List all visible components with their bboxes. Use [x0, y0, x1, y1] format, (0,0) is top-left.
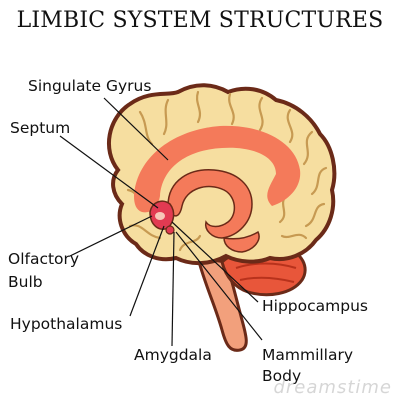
label-septum: Septum — [10, 119, 71, 137]
fornix-loop — [167, 169, 253, 239]
label-cingulate-gyrus: Singulate Gyrus — [28, 77, 152, 95]
label-hypothalamus: Hypothalamus — [10, 315, 123, 333]
label-hippocampus: Hippocampus — [262, 297, 368, 315]
label-olfactory-bulb-line1: Olfactory — [8, 250, 80, 268]
label-mammillary-body-line1: Mammillary — [262, 346, 354, 364]
brainstem — [195, 256, 248, 352]
diagram-title: LIMBIC SYSTEM STRUCTURES — [16, 8, 384, 33]
watermark: dreamstime — [273, 377, 392, 398]
label-olfactory-bulb-line2: Bulb — [8, 273, 43, 291]
label-mammillary-body-line2: Body — [262, 367, 302, 385]
cingulate-band — [134, 125, 301, 213]
label-amygdala: Amygdala — [134, 346, 212, 364]
